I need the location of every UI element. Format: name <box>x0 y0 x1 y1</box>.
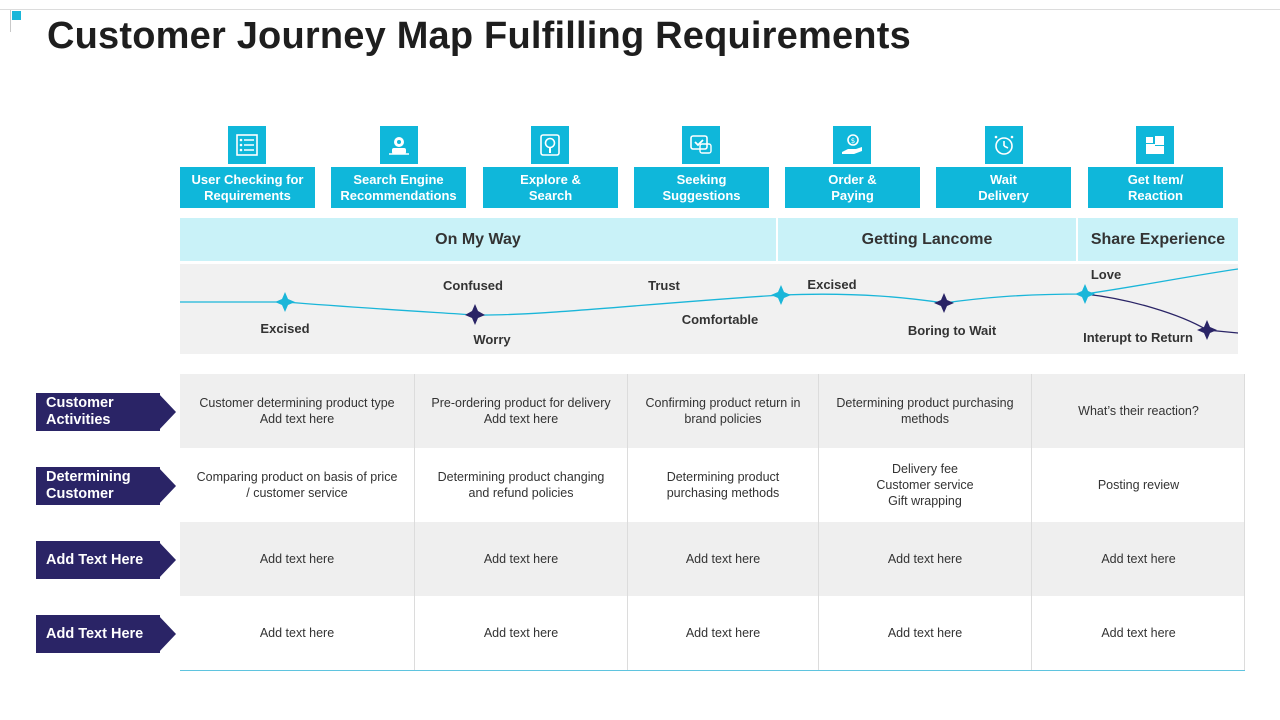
table-row: Add text here Add text here Add text her… <box>180 522 1245 596</box>
table-cell: Add text here <box>1101 552 1176 566</box>
emotion-label: Confused <box>443 278 503 293</box>
emotion-curve <box>180 268 1238 340</box>
stage-label: Explore & Search <box>483 167 618 208</box>
love-star <box>1075 284 1095 304</box>
table-cell: Add text here <box>819 522 1032 596</box>
row-tag-add-text-1: Add Text Here <box>36 541 176 579</box>
stage-label: User Checking for Requirements <box>180 167 315 208</box>
stage-label: Search Engine Recommendations <box>331 167 466 208</box>
table-cell: Comparing product on basis of price / cu… <box>180 448 415 522</box>
svg-text:$: $ <box>851 137 855 145</box>
worry-star <box>465 304 485 325</box>
table-row: Add text here Add text here Add text her… <box>180 596 1245 670</box>
emotion-label: Interupt to Return <box>1083 330 1193 345</box>
stage-label: Get Item/ Reaction <box>1088 167 1223 208</box>
table-row: Comparing product on basis of price / cu… <box>180 448 1245 522</box>
emotion-curve-band: Excised Confused Worry Trust Comfortable… <box>180 264 1238 354</box>
clock-icon <box>985 126 1023 164</box>
emotion-label: Worry <box>473 332 511 347</box>
emotion-label: Boring to Wait <box>907 323 997 338</box>
arrow-right-icon <box>158 393 176 431</box>
row-tag-label: Determining Customer <box>46 469 131 502</box>
boring-star <box>934 293 954 313</box>
search-engine-icon <box>380 126 418 164</box>
table-cell: Customer determining product type Add te… <box>180 374 415 448</box>
row-tag-label: Add Text Here <box>46 551 144 568</box>
table-cell: Determining product changing and refund … <box>415 448 628 522</box>
corner-rule <box>10 10 11 32</box>
excised-star-1 <box>275 292 295 312</box>
table-cell: Add text here <box>819 596 1032 670</box>
checklist-icon <box>228 126 266 164</box>
emotion-label: Love <box>1090 267 1122 282</box>
row-tag-add-text-2: Add Text Here <box>36 615 176 653</box>
emotion-label: Excised <box>807 277 857 292</box>
table-cell: Add text here <box>415 596 628 670</box>
table-cell: Determining product purchasing methods <box>819 374 1032 448</box>
row-tag-label: Add Text Here <box>46 625 144 642</box>
emotion-label: Trust <box>648 278 680 293</box>
stage-label: Order & Paying <box>785 167 920 208</box>
table-row: Customer determining product type Add te… <box>180 374 1245 448</box>
excised-star-2 <box>771 285 791 305</box>
stage-label: Seeking Suggestions <box>634 167 769 208</box>
table-cell: Pre-ordering product for delivery Add te… <box>415 374 628 448</box>
grid-bottom-rule <box>180 670 1245 671</box>
stage-label: Wait Delivery <box>936 167 1071 208</box>
table-cell: What’s their reaction? <box>1078 404 1199 418</box>
grid-right-border <box>1244 374 1245 670</box>
row-tag-determining-customer: Determining Customer <box>36 467 176 505</box>
table-cell: Add text here <box>180 522 415 596</box>
arrow-right-icon <box>158 541 176 579</box>
table-cell: Determining product purchasing methods <box>628 448 819 522</box>
table-cell: Posting review <box>1097 478 1180 492</box>
top-rule <box>0 9 1280 10</box>
payment-hand-icon: $ <box>833 126 871 164</box>
table-cell: Add text here <box>628 596 819 670</box>
row-tag-customer-activities: Customer Activities <box>36 393 176 431</box>
table-cell: Add text here <box>180 596 415 670</box>
arrow-right-icon <box>158 467 176 505</box>
phase-getting-lancome: Getting Lancome <box>778 218 1076 261</box>
arrow-right-icon <box>158 615 176 653</box>
emotion-label: Excised <box>260 321 310 336</box>
phase-share-experience: Share Experience <box>1078 218 1238 261</box>
table-cell: Add text here <box>628 522 819 596</box>
explore-icon <box>531 126 569 164</box>
return-star <box>1197 320 1217 340</box>
corner-accent <box>12 11 21 20</box>
box-icon <box>1136 126 1174 164</box>
phase-on-my-way: On My Way <box>180 218 776 261</box>
table-cell: Delivery fee Customer service Gift wrapp… <box>819 448 1032 522</box>
suggestion-chat-icon <box>682 126 720 164</box>
table-cell: Add text here <box>415 522 628 596</box>
row-tag-label: Customer Activities <box>46 395 114 428</box>
table-cell: Confirming product return in brand polic… <box>628 374 819 448</box>
page-title: Customer Journey Map Fulfilling Requirem… <box>47 15 911 57</box>
emotion-label: Comfortable <box>681 312 759 327</box>
table-cell: Add text here <box>1101 626 1176 640</box>
